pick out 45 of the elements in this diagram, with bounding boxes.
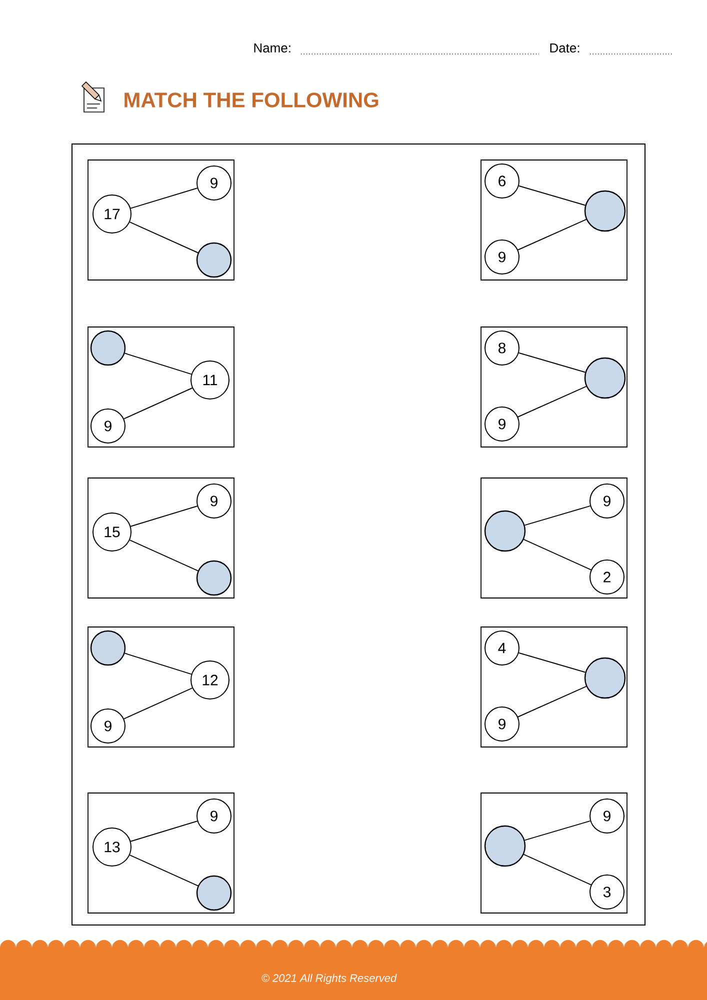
connector-line	[518, 185, 586, 206]
puzzle-box	[480, 626, 628, 748]
blank-circle	[196, 242, 232, 278]
worksheet-frame	[72, 144, 646, 926]
connector-line	[130, 188, 198, 209]
connector-line	[123, 688, 193, 720]
connector-line	[517, 386, 587, 418]
blank-circle	[484, 510, 526, 552]
puzzle-box	[88, 478, 234, 598]
puzzle-box	[88, 326, 234, 448]
connector-line	[518, 652, 586, 673]
puzzle-box	[480, 326, 628, 448]
puzzle-box	[88, 626, 234, 748]
connector-line	[123, 388, 193, 420]
puzzle-box	[480, 160, 628, 280]
puzzle-box	[88, 792, 234, 914]
blank-circle	[90, 630, 126, 666]
connector-line	[517, 686, 587, 718]
puzzle-box	[480, 792, 628, 914]
blank-circle	[90, 330, 126, 366]
connector-line	[130, 820, 198, 842]
field-label: Name:	[254, 43, 290, 53]
connector-line	[129, 540, 198, 572]
puzzle-box	[88, 160, 234, 280]
blank-circle	[196, 560, 232, 596]
blank-circle	[584, 657, 626, 699]
copyright-text: © 2021 All Rights Reserved	[262, 974, 397, 984]
connector-line	[124, 652, 192, 675]
field-label: Date:	[550, 43, 580, 53]
puzzle-box	[480, 478, 628, 598]
connector-line	[524, 820, 591, 841]
connector-line	[523, 854, 592, 886]
blank-circle	[196, 875, 232, 911]
connector-line	[124, 352, 192, 375]
worksheet-title: MATCH THE FOLLOWING	[124, 92, 378, 108]
blank-circle	[584, 357, 626, 399]
connector-line	[524, 505, 591, 526]
blank-circle	[584, 190, 626, 232]
blank-circle	[484, 825, 526, 867]
connector-line	[518, 352, 586, 373]
connector-line	[517, 218, 587, 250]
connector-line	[129, 854, 198, 886]
connector-line	[129, 222, 198, 254]
connector-line	[523, 538, 592, 570]
connector-line	[130, 506, 198, 527]
